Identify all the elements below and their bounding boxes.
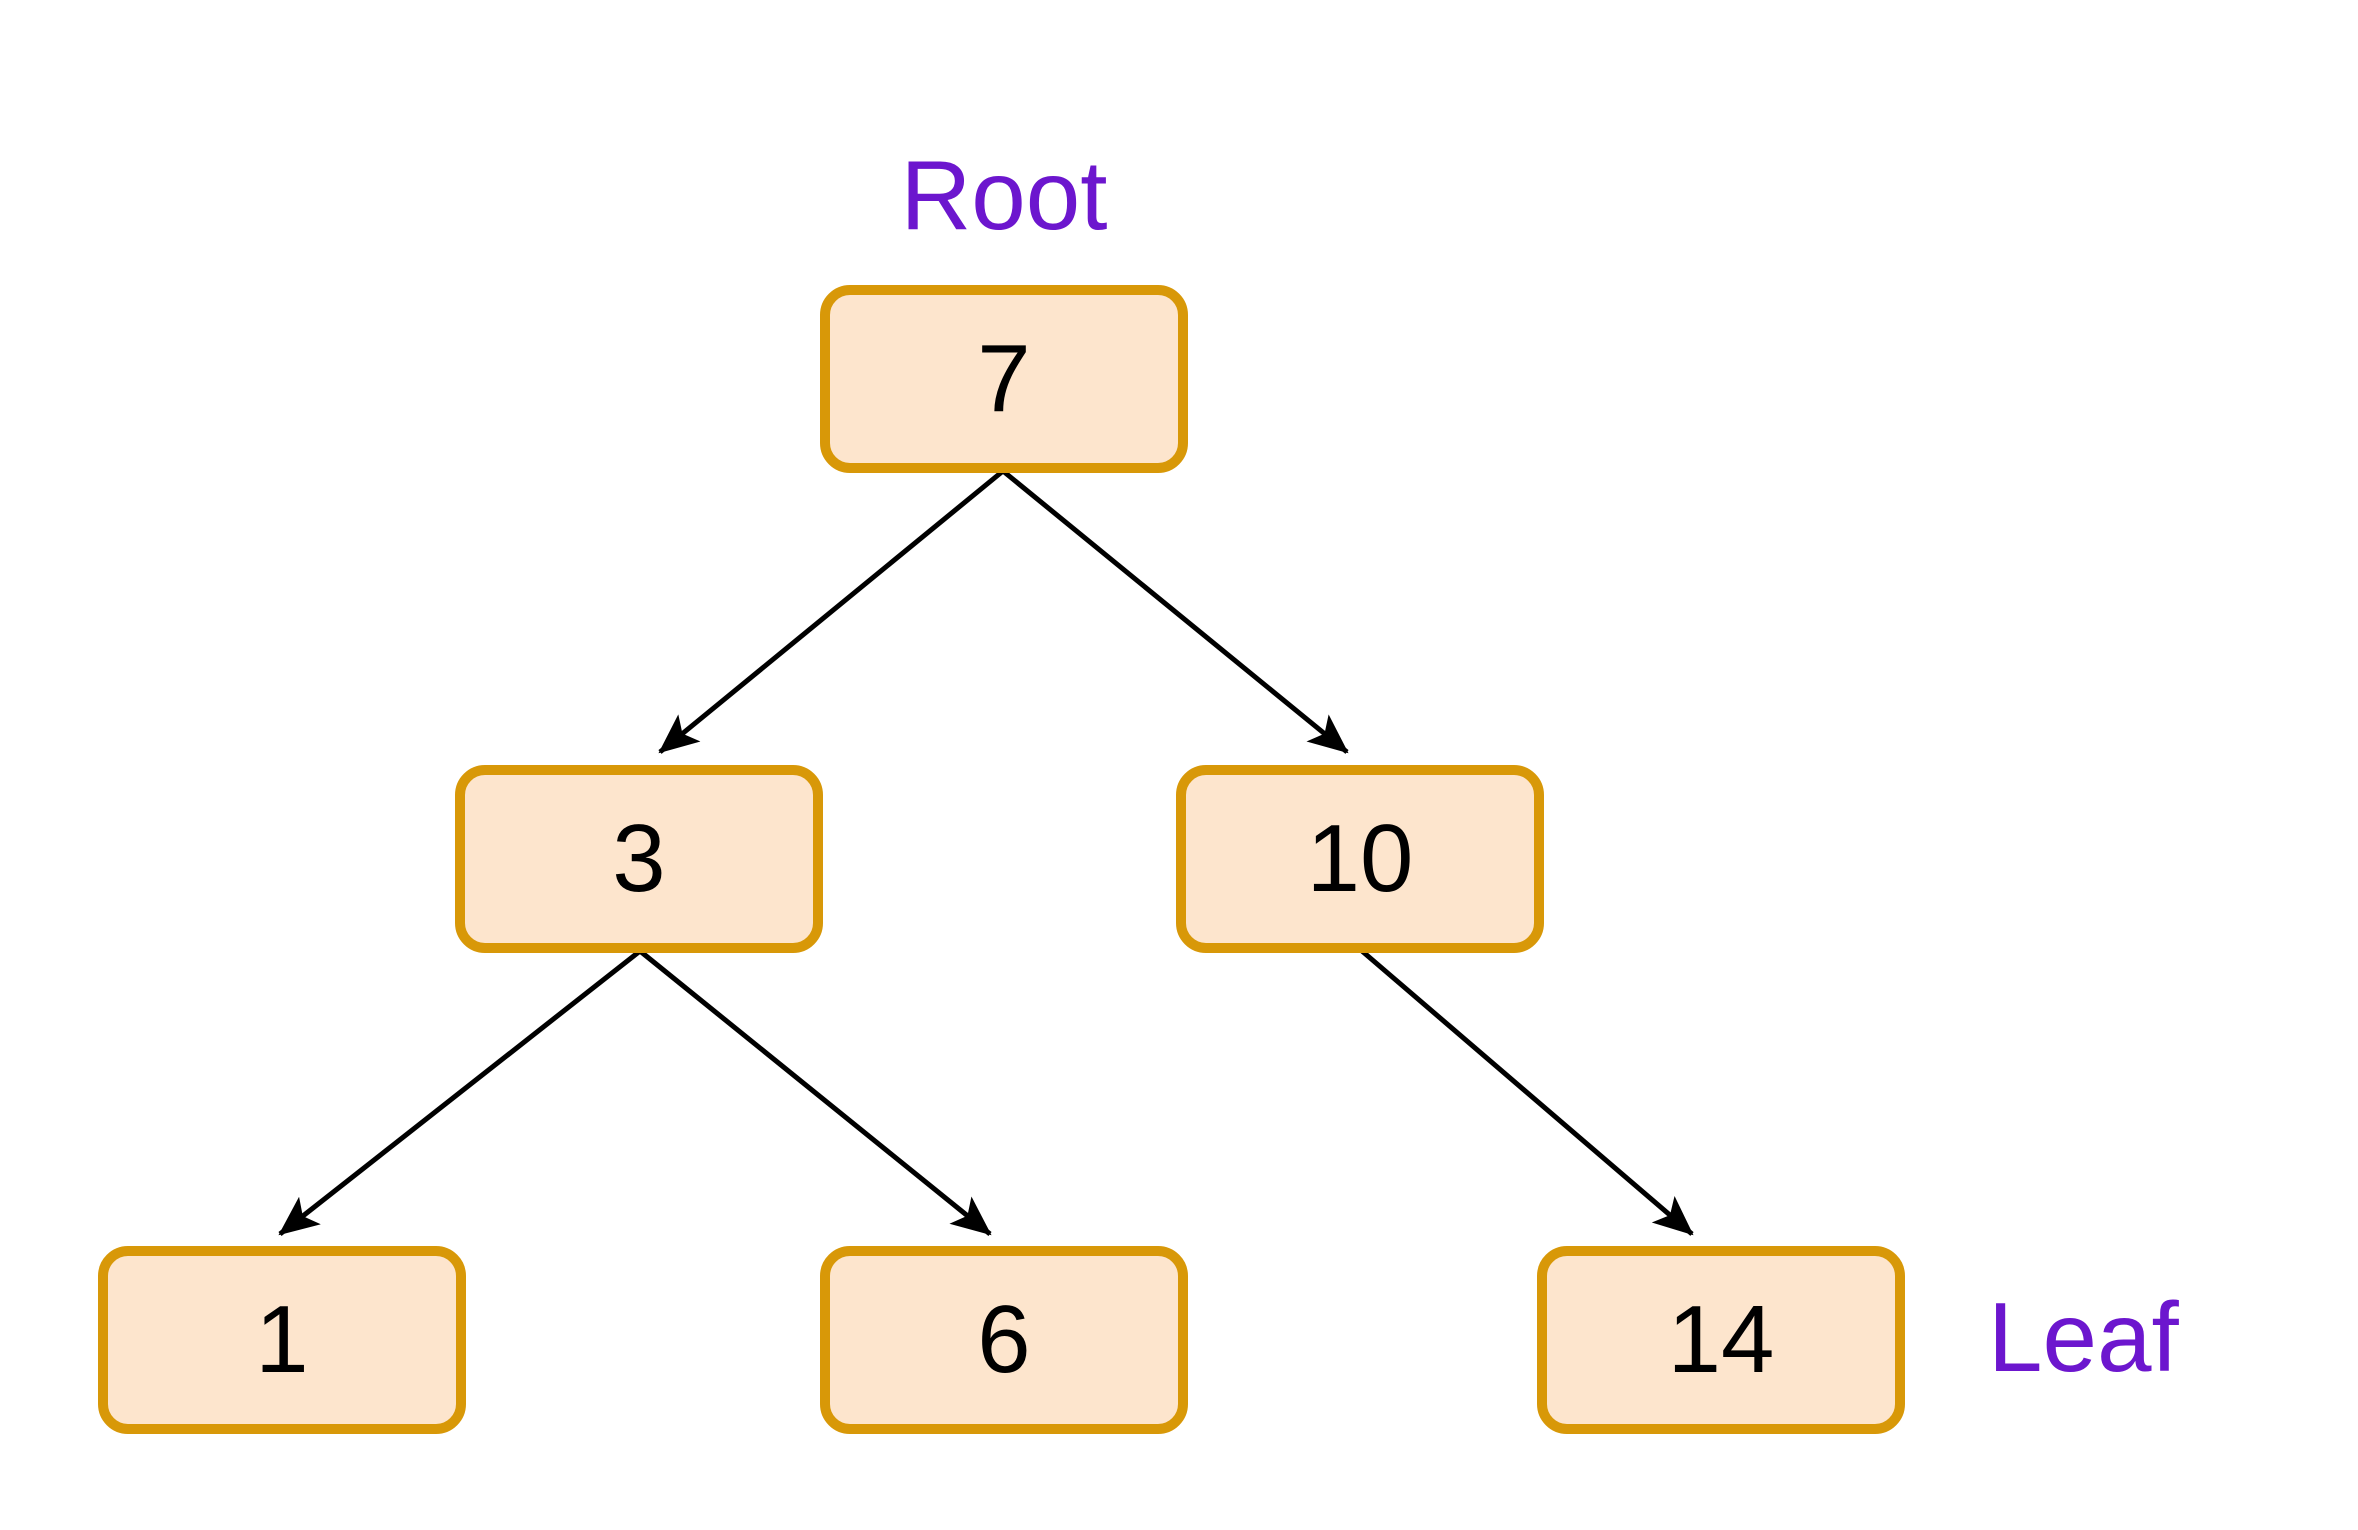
edge-3-6 (638, 949, 992, 1236)
tree-node-3-value: 3 (612, 805, 666, 912)
tree-node-3: 3 (455, 765, 823, 953)
tree-node-6: 6 (820, 1246, 1188, 1434)
tree-node-6-value: 6 (977, 1286, 1031, 1393)
edge-3-1 (278, 949, 642, 1236)
leaf-label: Leaf (1988, 1282, 2179, 1392)
edge-7-3 (658, 469, 1005, 754)
edge-7-10 (1001, 469, 1349, 754)
tree-node-10: 10 (1176, 765, 1544, 953)
tree-node-7-value: 7 (977, 325, 1031, 432)
tree-node-14: 14 (1537, 1246, 1905, 1434)
tree-node-1: 1 (98, 1246, 466, 1434)
edge-10-14 (1360, 949, 1694, 1236)
tree-node-14-value: 14 (1667, 1286, 1775, 1393)
tree-node-7: 7 (820, 285, 1188, 473)
root-label: Root (900, 140, 1108, 250)
tree-node-10-value: 10 (1306, 805, 1414, 912)
tree-node-1-value: 1 (255, 1286, 309, 1393)
